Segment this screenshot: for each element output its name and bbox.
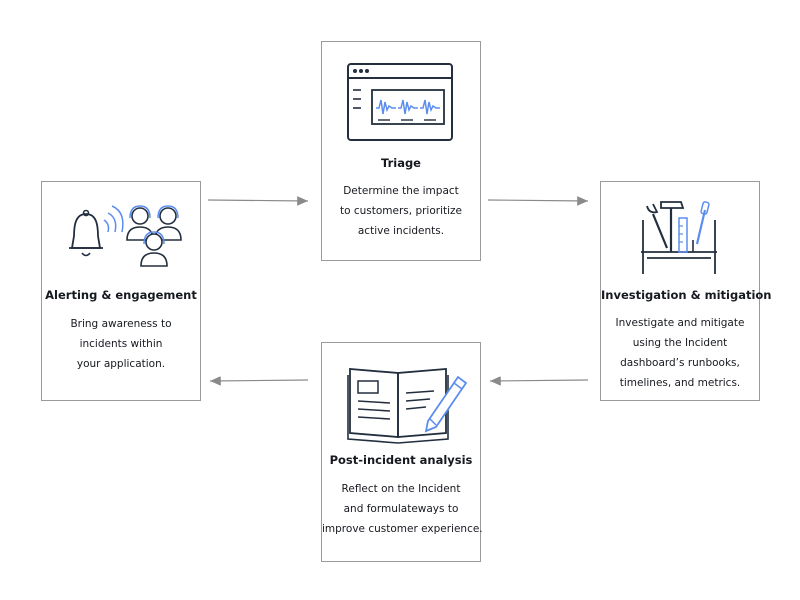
investigation-card: Investigation & mitigation Investigate a…	[600, 181, 772, 401]
post-incident-title: Post-incident analysis	[329, 453, 473, 467]
investigation-description-line: using the Incident	[632, 337, 728, 349]
triage-description-line: to customers, prioritize	[339, 205, 463, 217]
monitoring-dashboard-icon	[347, 63, 453, 141]
post-incident-description-line: Reflect on the Incident	[341, 483, 461, 495]
arrow-alerting-to-triage	[207, 196, 309, 206]
investigation-description-line: dashboard’s runbooks,	[620, 357, 740, 369]
triage-title: Triage	[381, 156, 421, 170]
post-incident-description-line: and formulateways to	[343, 503, 459, 515]
alerting-description: Bring awareness to incidents within your…	[42, 314, 200, 374]
investigation-description: Investigate and mitigate using the Incid…	[601, 313, 759, 393]
alerting-description-line: your application.	[76, 358, 166, 370]
investigation-description-line: Investigate and mitigate	[615, 317, 745, 329]
post-incident-description-line: improve customer experience.	[322, 523, 483, 535]
post-incident-description: Reflect on the Incident and formulateway…	[322, 479, 483, 539]
post-incident-card: Post-incident analysis Reflect on the In…	[321, 342, 483, 562]
alerting-description-line: Bring awareness to	[70, 318, 172, 330]
triage-description-line: active incidents.	[357, 225, 445, 237]
alerting-title: Alerting & engagement	[45, 288, 197, 302]
notebook-and-pencil-icon	[347, 368, 468, 444]
triage-description-line: Determine the impact	[343, 185, 459, 197]
triage-card: Triage Determine the impact to customers…	[321, 41, 481, 261]
triage-description: Determine the impact to customers, prior…	[322, 181, 480, 241]
bell-and-people-icon	[69, 205, 182, 267]
arrow-post-incident-to-alerting	[209, 376, 309, 386]
investigation-title: Investigation & mitigation	[601, 288, 772, 302]
toolbox-icon	[641, 201, 717, 274]
alerting-card: Alerting & engagement Bring awareness to…	[41, 181, 201, 401]
alerting-description-line: incidents within	[79, 338, 163, 350]
arrow-triage-to-investigation	[487, 196, 589, 206]
arrow-investigation-to-post-incident	[489, 376, 589, 386]
investigation-description-line: timelines, and metrics.	[619, 377, 741, 389]
